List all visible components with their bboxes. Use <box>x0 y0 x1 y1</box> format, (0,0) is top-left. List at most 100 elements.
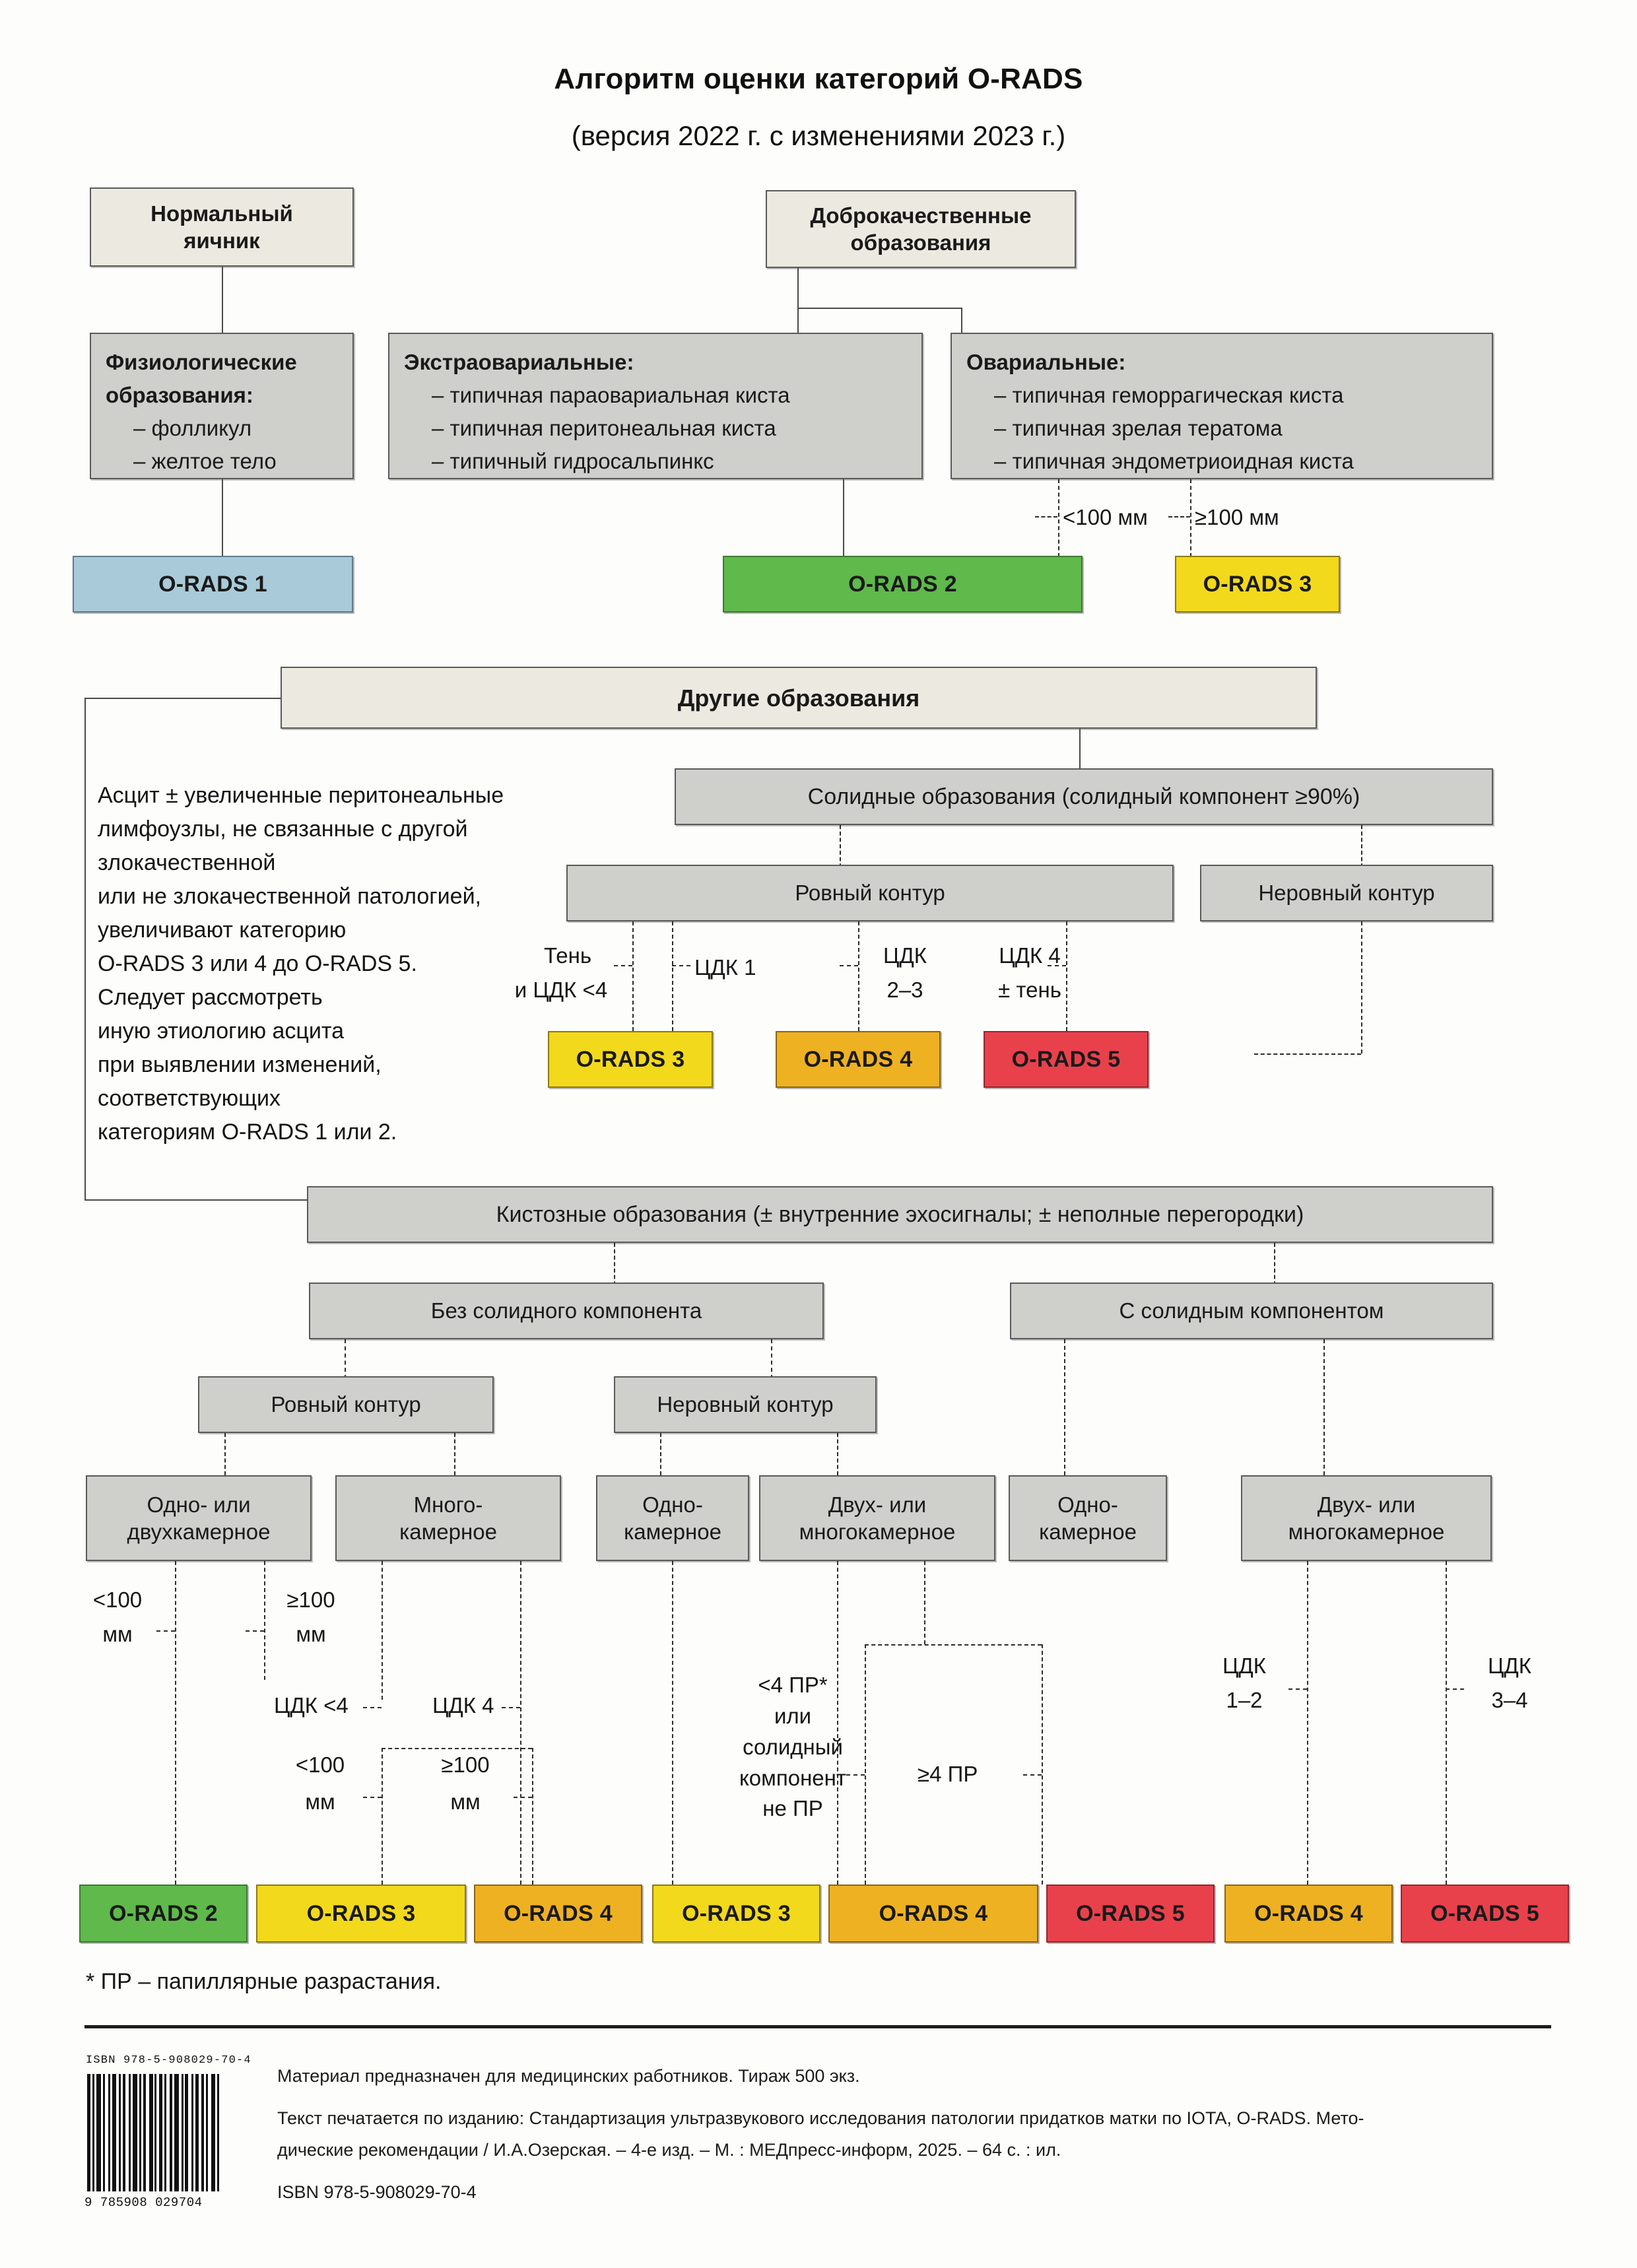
node-chamber-4[interactable]: Одно- камерное <box>1009 1475 1167 1561</box>
node-cystic-smooth-contour[interactable]: Ровный контур <box>198 1376 494 1433</box>
label-ch5-cdk34-2: 3–4 <box>1491 1688 1528 1712</box>
label-ch1-ge100-1: ≥100 <box>441 1752 490 1777</box>
extraovarian-item-1: – типичная перитонеальная киста <box>432 416 776 441</box>
connector-ch0-lt100 <box>175 1561 176 1884</box>
label-ch3-lt4pr-block: <4 ПР* или солидный компонент не ПР <box>739 1673 846 1821</box>
chip-result-0[interactable]: O-RADS 2 <box>79 1884 248 1943</box>
node-chamber-0[interactable]: Одно- или двухкамерное <box>86 1475 312 1561</box>
connector-ch4-cdk12 <box>1307 1561 1308 1884</box>
connector-irregular-to-ch3 <box>660 1433 661 1475</box>
label-ch1-cdk-lt4: ЦДК <4 <box>274 1693 349 1718</box>
connector-irregular-to-ch4 <box>837 1433 838 1475</box>
node-solid-masses-header[interactable]: Солидные образования (солидный компонент… <box>675 768 1493 825</box>
node-chamber-2[interactable]: Одно- камерное <box>596 1475 749 1561</box>
chip-result-1[interactable]: O-RADS 3 <box>256 1884 466 1943</box>
chip-result-3[interactable]: O-RADS 3 <box>652 1884 820 1943</box>
label-solid-cdk23-2: 2–3 <box>886 978 923 1002</box>
connector-ovarian-ge100 <box>1190 479 1191 564</box>
label-ch4-cdk12-2: 1–2 <box>1226 1688 1263 1712</box>
connector-ge100-tick <box>1168 516 1190 517</box>
label-solid-cdk1: ЦДК 1 <box>694 955 756 980</box>
ovarian-item-2: – типичная эндометриоидная киста <box>994 449 1354 474</box>
tick-ch4-cdk12 <box>1288 1688 1307 1690</box>
connector-solid-to-irregular <box>1361 825 1362 874</box>
node-extraovarian[interactable]: Экстраовариальные: – типичная параовариа… <box>388 333 923 479</box>
node-other-masses-header[interactable]: Другие образования <box>281 667 1317 729</box>
page-title: Алгоритм оценки категорий O-RADS <box>554 63 1083 95</box>
chip-orads1[interactable]: O-RADS 1 <box>73 556 353 613</box>
connector-extraovarian-down <box>843 479 844 564</box>
connector-ch3-ge4pr <box>1042 1644 1043 1884</box>
connector-ch0-ge100 <box>264 1561 265 1680</box>
footer-line-2: Текст печатается по изданию: Стандартиза… <box>277 2108 1364 2128</box>
label-ch0-lt100-1: <100 <box>92 1587 143 1612</box>
node-chamber-5[interactable]: Двух- или многокамерное <box>1241 1475 1492 1561</box>
connector-ch1-cdklt4 <box>382 1561 383 1700</box>
label-solid-cdk4-2: ± тень <box>998 978 1061 1002</box>
chip-result-2[interactable]: O-RADS 4 <box>474 1884 642 1943</box>
connector-ch1-ge100 <box>532 1748 533 1884</box>
node-cystic-with-solid[interactable]: С солидным компонентом <box>1010 1283 1493 1339</box>
chip-solid-orads5[interactable]: O-RADS 5 <box>984 1031 1149 1088</box>
chip-result-4[interactable]: O-RADS 4 <box>828 1884 1038 1943</box>
node-chamber-3[interactable]: Двух- или многокамерное <box>759 1475 995 1561</box>
footer-divider <box>84 2025 1551 2028</box>
footer-line-3: дические рекомендации / И.А.Озерская. – … <box>277 2140 1061 2160</box>
tick-ch1-ge100 <box>514 1797 532 1798</box>
connector-ch3-lt4pr <box>837 1561 838 1884</box>
connector-normal-ovary <box>222 267 223 333</box>
node-solid-smooth-contour[interactable]: Ровный контур <box>566 865 1174 921</box>
node-physiologic-masses[interactable]: Физиологические образования: – фолликул … <box>90 333 354 479</box>
label-solid-shadow-1: Тень <box>543 943 592 968</box>
chip-solid-orads3[interactable]: O-RADS 3 <box>548 1031 713 1088</box>
node-chamber-1[interactable]: Много- камерное <box>335 1475 561 1561</box>
chip-result-5[interactable]: O-RADS 5 <box>1046 1884 1215 1943</box>
connector-solid-shadow <box>632 921 634 1031</box>
node-normal-ovary[interactable]: Нормальный яичник <box>90 187 354 267</box>
connector-ch3-bracket-left <box>865 1644 866 1884</box>
chip-result-6[interactable]: O-RADS 4 <box>1224 1884 1393 1943</box>
tick-solid-cdk4 <box>1048 965 1066 966</box>
label-ch1-lt100-1: <100 <box>295 1752 345 1777</box>
connector-cystic-in <box>84 1199 307 1201</box>
node-ovarian[interactable]: Овариальные: – типичная геморрагическая … <box>951 333 1493 479</box>
connector-benign-right <box>961 308 962 333</box>
connector-solid-cdk1 <box>672 921 673 1031</box>
physiologic-item-1: – желтое тело <box>133 449 277 474</box>
node-solid-irregular-contour[interactable]: Неровный контур <box>1200 865 1493 921</box>
label-lt100-top: <100 мм <box>1063 505 1148 529</box>
chip-orads3-top[interactable]: O-RADS 3 <box>1175 556 1340 613</box>
tick-ch1-lt100 <box>363 1797 382 1798</box>
connector-solid-cdk23 <box>858 921 859 1031</box>
connector-ch5-cdk34 <box>1446 1561 1447 1884</box>
chip-orads2-top[interactable]: O-RADS 2 <box>723 556 1083 613</box>
connector-benign-bus <box>797 308 961 309</box>
label-ch1-ge100-2: мм <box>450 1789 481 1814</box>
connector-other-left-spine <box>84 698 86 1199</box>
bracket-ch3-ge4pr <box>865 1644 1042 1646</box>
connector-cystic-to-withsolid <box>1274 1243 1275 1292</box>
label-ch1-lt100-2: мм <box>305 1789 335 1814</box>
node-cystic-irregular-contour[interactable]: Неровный контур <box>614 1376 877 1433</box>
node-cystic-no-solid[interactable]: Без солидного компонента <box>309 1283 824 1339</box>
node-benign-masses[interactable]: Доброкачественные образования <box>766 190 1076 268</box>
connector-smooth-to-ch2 <box>454 1433 455 1475</box>
label-ch0-ge100-2: мм <box>296 1622 326 1646</box>
connector-solid-irregular-down <box>1361 921 1362 1053</box>
isbn-barcode <box>87 2074 220 2191</box>
connector-cystic-to-nosolid <box>614 1243 615 1292</box>
chip-solid-orads4[interactable]: O-RADS 4 <box>776 1031 941 1088</box>
tick-solid-cdk23 <box>840 965 858 966</box>
node-cystic-masses-header[interactable]: Кистозные образования (± внутренние эхос… <box>307 1186 1493 1243</box>
connector-nosolid-to-irregular <box>771 1339 772 1379</box>
connector-ovarian-lt100 <box>1058 479 1059 564</box>
label-solid-cdk4-1: ЦДК 4 <box>999 943 1061 968</box>
connector-withsolid-to-ch5 <box>1064 1339 1065 1475</box>
barcode-isbn-caption: ISBN 978-5-908029-70-4 <box>86 2054 251 2067</box>
bracket-ch1-sizes <box>382 1748 532 1749</box>
label-ch5-cdk34-1: ЦДК <box>1488 1653 1531 1678</box>
connector-ch1-lt100 <box>382 1748 383 1884</box>
chip-result-7[interactable]: O-RADS 5 <box>1401 1884 1569 1943</box>
extraovarian-item-2: – типичный гидросальпинкс <box>432 449 714 474</box>
